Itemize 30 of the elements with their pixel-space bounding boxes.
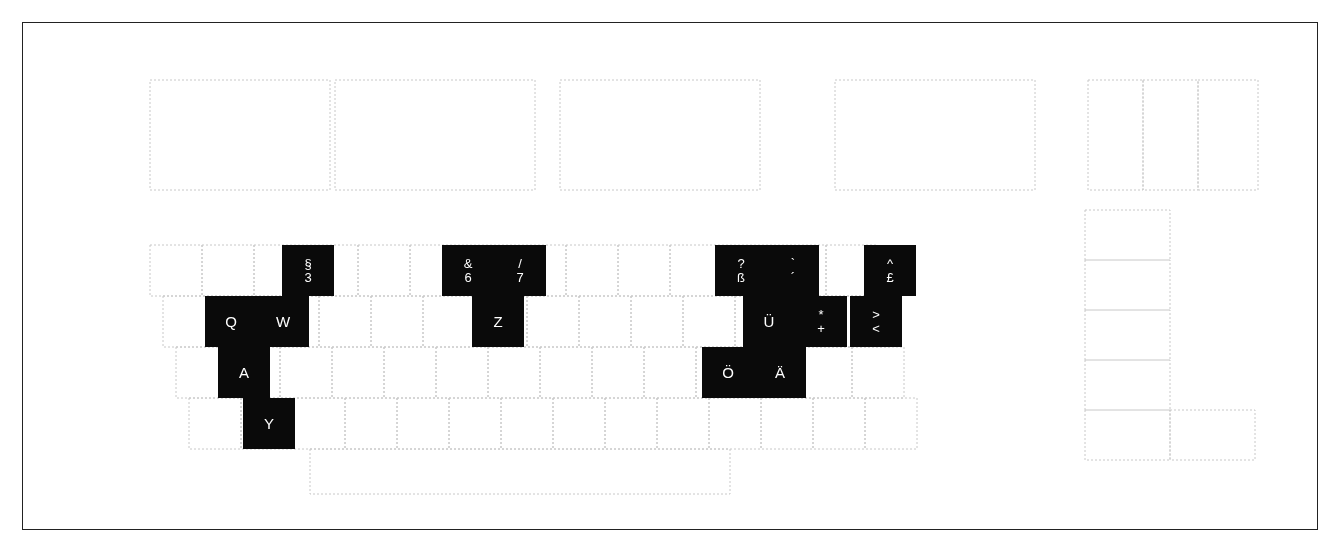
keyboard-key: Ä: [754, 347, 806, 398]
key-symbol: ß: [737, 270, 745, 285]
key-symbol: £: [886, 270, 894, 285]
key-symbol: ?: [737, 256, 745, 271]
keyboard-key: [864, 245, 916, 296]
key-symbol: 7: [516, 270, 524, 285]
keyboard-key: Ü: [743, 296, 795, 347]
key-symbol: 3: [304, 270, 312, 285]
keyboard-key: [850, 296, 902, 347]
key-symbol: `: [790, 256, 796, 271]
keyboard-key: Ö: [702, 347, 754, 398]
key-symbol: &: [463, 256, 473, 271]
key-symbol: ^: [886, 256, 894, 271]
keyboard-key: Y: [243, 398, 295, 449]
keyboard-key: W: [257, 296, 309, 347]
keyboard-key: [282, 245, 334, 296]
key-symbol: *: [818, 307, 824, 322]
keyboard-key: A: [218, 347, 270, 398]
keyboard-key: Q: [205, 296, 257, 347]
key-symbol: §: [304, 256, 312, 271]
key-symbol: 6: [464, 270, 472, 285]
key-symbol: ´: [790, 270, 796, 285]
keyboard-key: [715, 245, 767, 296]
keyboard-key: [795, 296, 847, 347]
key-symbol: +: [817, 321, 825, 336]
key-symbol: /: [518, 256, 522, 271]
key-symbol: <: [872, 321, 880, 336]
key-symbol: >: [872, 307, 880, 322]
keyboard-key: [442, 245, 494, 296]
keyboard-key: Z: [472, 296, 524, 347]
